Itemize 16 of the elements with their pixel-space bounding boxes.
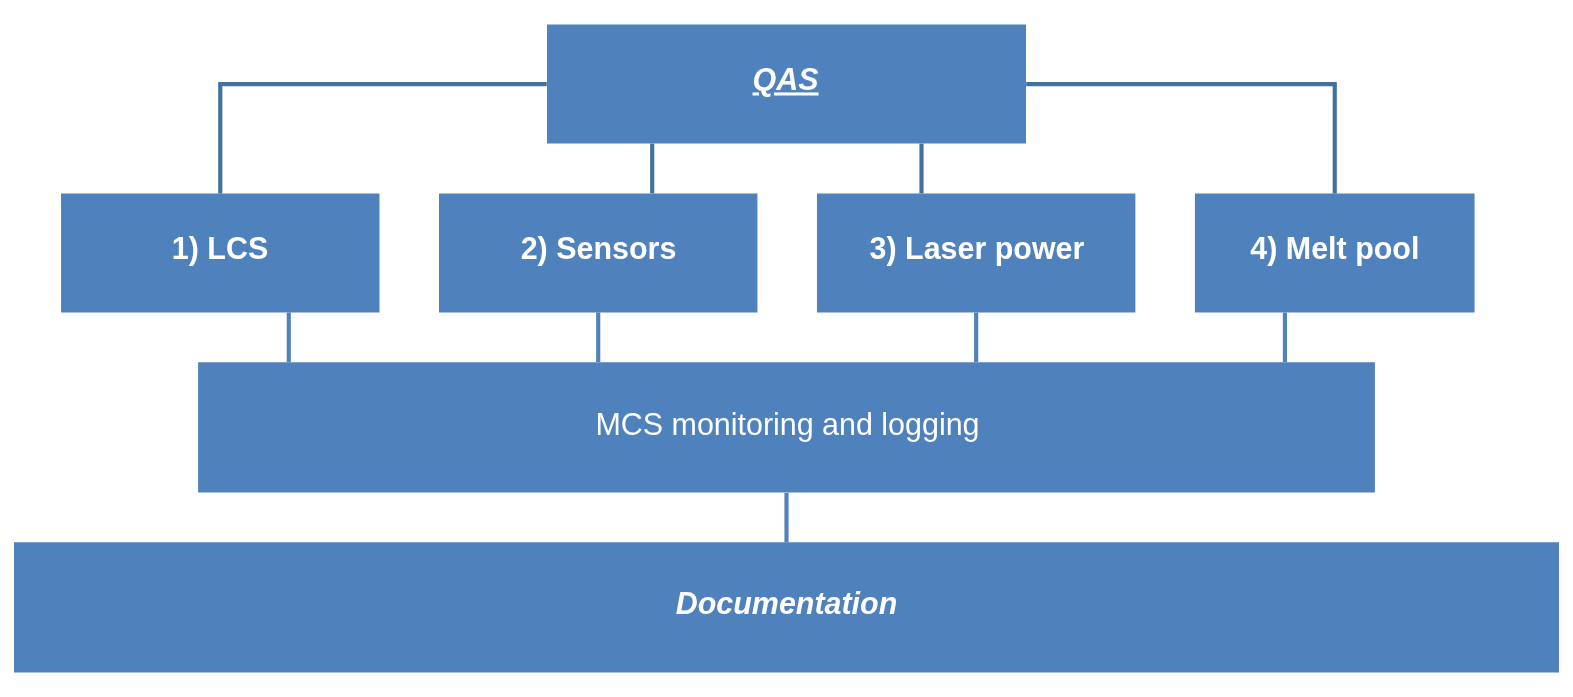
node-box: Documentation bbox=[13, 542, 1560, 673]
connector bbox=[650, 143, 655, 194]
connector bbox=[596, 312, 601, 363]
node-box: 1) LCS bbox=[61, 193, 380, 313]
connector bbox=[286, 312, 291, 363]
node-box: 3) Laser power bbox=[816, 193, 1136, 313]
connector bbox=[218, 82, 547, 194]
connector bbox=[974, 312, 979, 363]
node-box: MCS monitoring and logging bbox=[198, 362, 1375, 493]
connector bbox=[784, 492, 789, 543]
connector bbox=[1282, 312, 1287, 363]
connector bbox=[1026, 82, 1337, 194]
node-box: 2) Sensors bbox=[439, 193, 758, 313]
connector bbox=[919, 143, 924, 194]
node-box: QAS bbox=[547, 24, 1026, 144]
node-box: 4) Melt pool bbox=[1194, 193, 1475, 313]
